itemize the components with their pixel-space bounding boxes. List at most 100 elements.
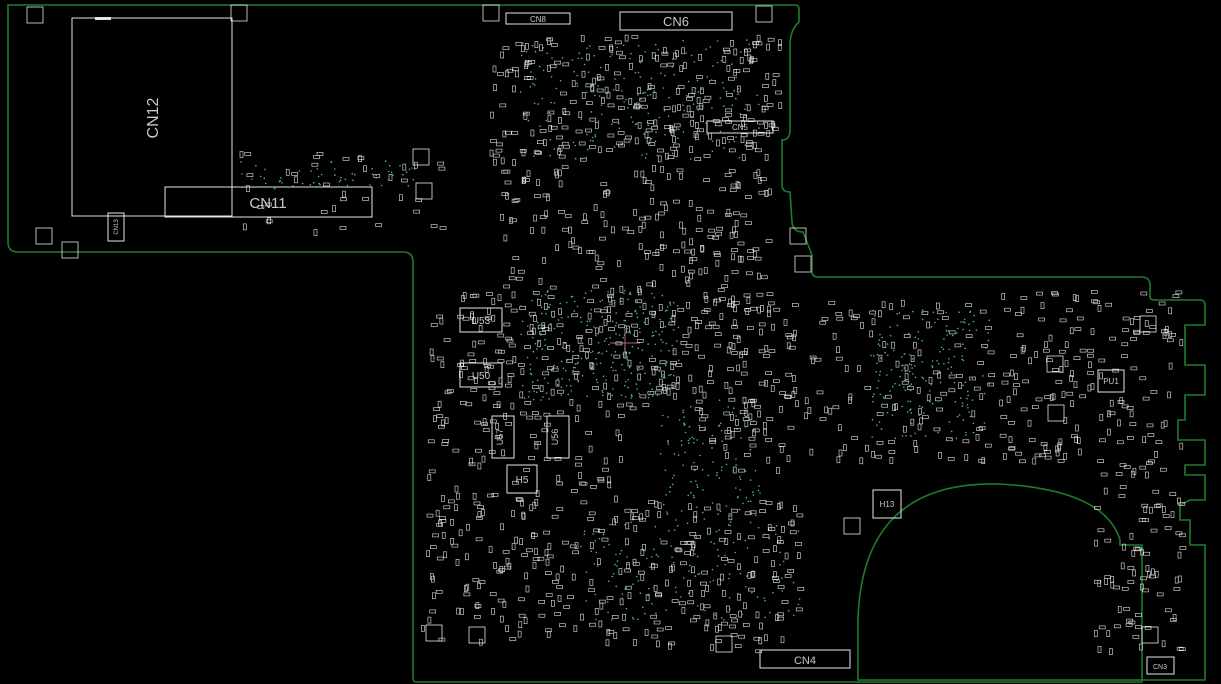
component-footprint xyxy=(1150,528,1158,533)
component-footprint xyxy=(739,410,747,414)
component-footprint xyxy=(587,299,595,304)
component-footprint xyxy=(888,450,896,454)
component-footprint xyxy=(673,123,681,128)
component-footprint xyxy=(701,310,709,314)
component-footprint xyxy=(731,248,738,252)
via xyxy=(962,343,964,346)
component-footprint xyxy=(724,173,732,177)
component-footprint xyxy=(239,151,244,158)
component-footprint xyxy=(754,256,762,261)
via xyxy=(352,179,354,181)
via xyxy=(947,361,950,364)
via xyxy=(668,529,670,532)
via xyxy=(644,157,647,159)
via xyxy=(932,311,935,314)
component-footprint xyxy=(699,407,703,415)
component-footprint xyxy=(450,537,455,545)
component-footprint xyxy=(246,185,250,192)
via xyxy=(636,312,638,315)
component-footprint xyxy=(588,337,593,345)
component-footprint xyxy=(727,367,734,372)
component-footprint xyxy=(588,445,593,453)
component-footprint xyxy=(598,46,606,50)
via xyxy=(738,476,741,478)
component-footprint xyxy=(926,321,931,329)
component-footprint xyxy=(738,468,745,473)
via xyxy=(657,48,659,51)
via xyxy=(598,351,600,354)
via xyxy=(549,303,552,306)
component-footprint xyxy=(631,323,638,328)
component-footprint xyxy=(792,334,796,342)
component-footprint xyxy=(749,443,757,448)
component-footprint xyxy=(446,389,454,393)
component-footprint xyxy=(838,449,843,457)
component-footprint xyxy=(265,219,273,224)
via xyxy=(908,385,911,387)
component-footprint xyxy=(940,391,948,396)
via xyxy=(756,596,759,598)
component-footprint xyxy=(551,367,559,372)
component-footprint xyxy=(1140,548,1144,556)
via xyxy=(399,165,401,167)
component-footprint xyxy=(756,292,764,297)
component-footprint xyxy=(357,156,365,160)
component-footprint xyxy=(767,310,771,318)
component-footprint xyxy=(1112,368,1119,373)
via xyxy=(939,351,941,353)
via xyxy=(744,144,747,146)
component-footprint xyxy=(777,44,782,51)
component-footprint xyxy=(474,420,482,425)
via xyxy=(570,390,573,392)
component-footprint xyxy=(616,95,624,100)
via xyxy=(630,394,633,396)
component-footprint xyxy=(1020,306,1025,314)
via xyxy=(605,337,608,340)
u57-chip xyxy=(491,415,515,459)
via xyxy=(613,302,616,304)
via xyxy=(665,609,667,611)
component-footprint xyxy=(497,333,505,338)
component-footprint xyxy=(518,621,523,629)
component-footprint xyxy=(732,211,740,216)
component-footprint xyxy=(436,314,443,319)
via xyxy=(735,136,737,138)
via xyxy=(657,555,659,558)
via xyxy=(320,173,323,176)
via xyxy=(696,555,699,558)
component-footprint xyxy=(512,159,516,166)
component-footprint xyxy=(910,418,915,426)
component-footprint xyxy=(1106,630,1111,638)
component-footprint xyxy=(342,190,346,198)
component-footprint xyxy=(981,343,988,348)
component-footprint xyxy=(1087,348,1094,353)
via xyxy=(728,597,731,599)
via xyxy=(728,141,731,143)
component-footprint xyxy=(761,106,769,110)
component-footprint xyxy=(533,315,537,322)
component-footprint xyxy=(779,391,787,395)
component-footprint xyxy=(700,603,704,611)
via xyxy=(711,568,714,571)
component-footprint xyxy=(673,199,680,204)
component-footprint xyxy=(538,613,546,618)
cn4-connector xyxy=(759,649,851,669)
via xyxy=(792,581,795,584)
component-footprint xyxy=(475,537,483,542)
component-footprint xyxy=(749,57,753,65)
component-footprint xyxy=(1022,379,1030,384)
component-footprint xyxy=(764,345,769,352)
component-footprint xyxy=(663,125,671,129)
via xyxy=(644,302,646,305)
via xyxy=(553,327,556,330)
component-footprint xyxy=(763,422,767,429)
via xyxy=(712,461,714,463)
via xyxy=(950,366,953,369)
component-footprint xyxy=(921,311,929,316)
component-footprint xyxy=(572,370,580,375)
via xyxy=(675,519,677,521)
component-footprint xyxy=(708,228,715,233)
component-footprint xyxy=(497,359,505,363)
component-footprint xyxy=(537,556,545,561)
via xyxy=(597,352,599,355)
